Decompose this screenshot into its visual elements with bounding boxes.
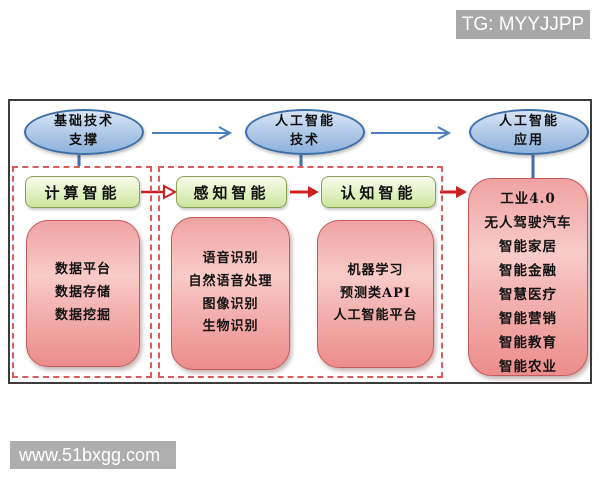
list-item: 无人驾驶汽车: [484, 215, 572, 232]
list-item: 智能营销: [499, 311, 557, 328]
box-cognitive-items: 机器学习 预测类API 人工智能平台: [317, 220, 434, 368]
list-item: 智能金融: [499, 263, 557, 280]
list-item: 生物识别: [202, 319, 259, 335]
list-item: 语音识别: [202, 251, 259, 266]
list-item: 智能农业: [499, 359, 557, 376]
node-label-line: 人工智能: [498, 114, 559, 130]
list-item: 智慧医疗: [499, 287, 557, 304]
list-item: 数据存储: [54, 285, 111, 301]
node-basic-tech-support: 基础技术 支撑: [24, 109, 144, 155]
box-perceptual-items: 语音识别 自然语音处理 图像识别 生物识别: [171, 217, 290, 370]
list-item: 机器学习: [347, 262, 404, 278]
list-item: 自然语音处理: [188, 273, 273, 289]
header-computational-intelligence: 计算智能: [25, 176, 140, 208]
list-item: 图像识别: [202, 296, 259, 312]
group-ai-tech: [158, 166, 443, 378]
list-item: 智能教育: [499, 335, 557, 352]
header-perceptual-intelligence: 感知智能: [176, 176, 287, 208]
list-item: 数据平台: [54, 262, 111, 278]
site-watermark-label: www.51bxgg.com: [10, 441, 176, 469]
list-item: 人工智能平台: [333, 308, 418, 324]
node-ai-application: 人工智能 应用: [469, 109, 589, 155]
node-label-line: 人工智能: [274, 114, 335, 130]
list-item: 数据挖掘: [54, 307, 111, 323]
node-label-line: 应用: [513, 133, 544, 148]
list-item: 预测类API: [340, 285, 411, 301]
node-ai-technology: 人工智能 技术: [245, 109, 365, 155]
header-cognitive-intelligence: 认知智能: [321, 176, 436, 208]
node-label-line: 支撑: [68, 133, 99, 148]
box-computational-items: 数据平台 数据存储 数据挖掘: [26, 220, 140, 367]
list-item: 智能家居: [499, 239, 557, 256]
node-label-line: 基础技术: [53, 114, 114, 130]
box-application-items: 工业4.0 无人驾驶汽车 智能家居 智能金融 智慧医疗 智能营销 智能教育 智能…: [468, 178, 588, 376]
group-basic-tech: [12, 166, 152, 378]
list-item: 工业4.0: [500, 191, 556, 207]
node-label-line: 技术: [289, 133, 320, 148]
tg-watermark-label: TG: MYYJJPP: [456, 10, 590, 39]
